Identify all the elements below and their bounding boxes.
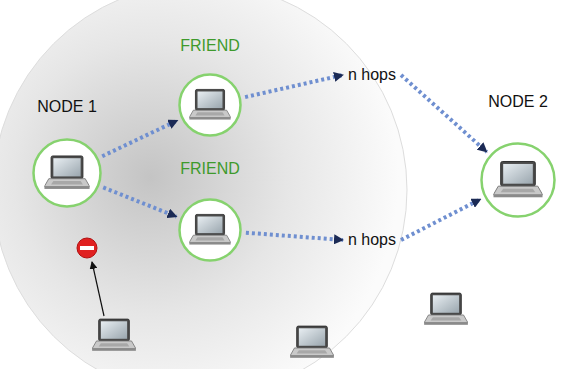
dotted-link	[401, 199, 481, 240]
node-ring	[178, 73, 242, 137]
connector	[245, 75, 487, 152]
node-label: NODE 1	[37, 98, 97, 116]
blocked-arrow	[92, 262, 104, 316]
friend-circle: FRIEND	[178, 198, 242, 262]
node-label: FRIEND	[180, 160, 240, 178]
dotted-link	[401, 75, 487, 152]
hop-label: n hops	[348, 231, 396, 249]
laptop-icon	[189, 89, 231, 119]
connector	[102, 120, 177, 156]
connector	[103, 187, 176, 216]
node-label: FRIEND	[180, 37, 240, 55]
node-ring	[480, 142, 556, 218]
friend-circle: FRIEND	[178, 73, 242, 137]
dotted-link	[103, 187, 176, 216]
node-circle: NODE 2	[480, 142, 556, 218]
node-ring	[32, 138, 102, 208]
other-laptop	[424, 293, 468, 325]
dotted-link	[102, 120, 177, 156]
no-entry-sign	[77, 238, 97, 258]
dotted-link	[246, 233, 343, 240]
blocked-laptop	[92, 319, 136, 351]
dotted-link	[245, 75, 343, 97]
node-label: NODE 2	[488, 93, 548, 111]
hop-label: n hops	[348, 66, 396, 84]
friend-zone	[0, 0, 407, 369]
laptop-icon	[44, 156, 90, 189]
other-laptop	[290, 326, 334, 358]
node-ring	[178, 198, 242, 262]
laptop-icon	[189, 214, 231, 244]
node-circle: NODE 1	[32, 138, 102, 208]
laptop-icon	[493, 161, 542, 197]
